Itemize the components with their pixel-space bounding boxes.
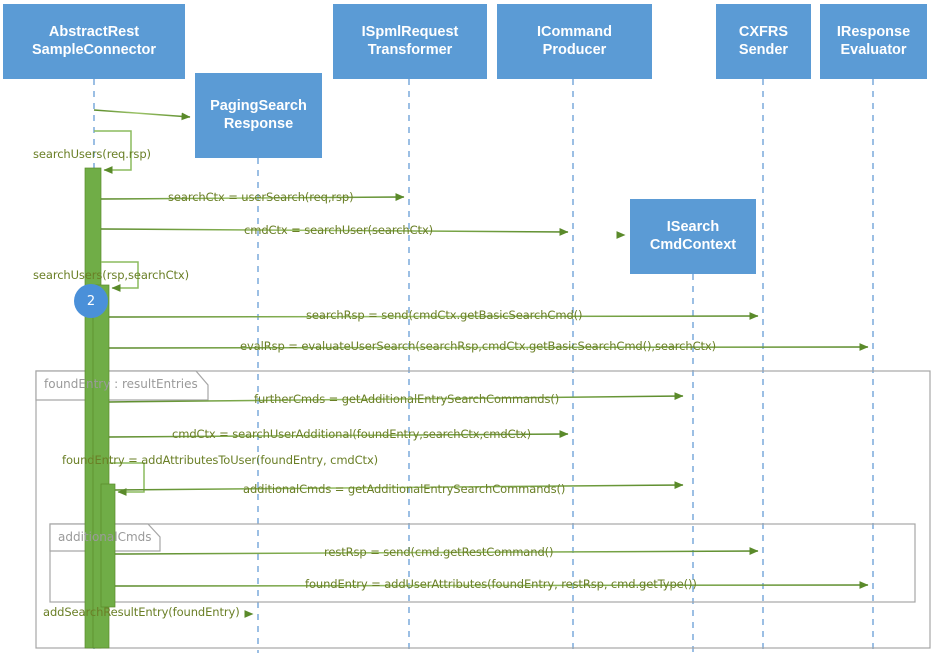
participant-line1: ISearch [666,218,720,235]
participant-line1: IResponse [836,23,911,40]
message-label-m6: evalRsp = evaluateUserSearch(searchRsp,c… [240,339,716,353]
message-label-m5: searchRsp = send(cmdCtx.getBasicSearchCm… [306,308,583,322]
participant-cxfrs-label: CXFRS Sender [739,24,788,59]
participant-icommand-label: ICommand Producer [537,24,612,59]
participant-abstractRest-label: AbstractRest SampleConnector [32,24,156,59]
message-label-m10: additionalCmds = getAdditionalEntrySearc… [243,482,566,496]
loop-count-marker: 2 [74,284,108,318]
arrow-m2 [100,193,405,201]
arrow-m8 [108,430,569,438]
participant-line2: Transformer [367,41,453,58]
message-label-m1: searchUsers(req.rsp) [33,147,151,161]
participant-line2: SampleConnector [31,41,157,58]
arrow-m12 [114,581,869,589]
participant-line1: ICommand [537,23,612,40]
message-label-m11: restRsp = send(cmd.getRestCommand() [324,545,554,559]
participant-pagingSearch-label: PagingSearch Response [210,98,307,133]
message-arrows [93,109,869,618]
arrow-m7 [108,392,684,403]
participant-line2: Sender [738,41,789,58]
message-label-m2: searchCtx = userSearch(req,rsp) [168,190,354,204]
participant-abstractRest[interactable]: AbstractRest SampleConnector [3,4,185,79]
participant-line1: CXFRS [738,23,789,40]
activation-bars [84,167,116,649]
message-label-m4: searchUsers(rsp,searchCtx) [33,268,189,282]
participant-line2: Response [223,115,294,132]
participant-cxfrs[interactable]: CXFRS Sender [716,4,811,79]
arrow-m5 [108,312,759,320]
message-label-m7: furtherCmds = getAdditionalEntrySearchCo… [254,392,560,406]
participant-iresponse-label: IResponse Evaluator [837,24,910,59]
participant-ispml[interactable]: ISpmlRequest Transformer [333,4,487,79]
message-label-m9: foundEntry = addAttributesToUser(foundEn… [62,453,379,467]
arrow-m1-self [94,130,132,174]
lifelines [93,79,874,653]
arrow-m1b-pagingsearch [93,109,191,121]
arrow-m3 [100,228,569,236]
fragment-label-outer: foundEntry : resultEntries [44,377,198,391]
arrow-m4-self [101,261,139,292]
participant-line1: PagingSearch [210,97,307,114]
message-label-m3: cmdCtx = searchUser(searchCtx) [244,223,434,237]
arrow-m9-self [109,462,145,496]
participant-ispml-label: ISpmlRequest Transformer [362,24,459,59]
message-label-m13: addSearchResultEntry(foundEntry) [43,605,240,619]
activation-bar-nested2 [100,483,116,608]
participant-line2: Evaluator [840,41,907,58]
arrow-m11 [114,547,759,555]
participant-isearchctx[interactable]: ISearch CmdContext [630,199,756,274]
message-label-m8: cmdCtx = searchUserAdditional(foundEntry… [172,427,532,441]
fragment-outer-foundEntry [35,370,931,649]
arrow-m10 [114,481,684,491]
participant-pagingSearch[interactable]: PagingSearch Response [195,73,322,158]
fragment-label-inner: additionalCmds [58,530,152,544]
participant-line1: ISpmlRequest [361,23,459,40]
participant-isearchctx-label: ISearch CmdContext [650,219,736,254]
participant-line2: Producer [542,41,607,58]
participant-icommand[interactable]: ICommand Producer [497,4,652,79]
participant-iresponse[interactable]: IResponse Evaluator [820,4,927,79]
message-label-m12: foundEntry = addUserAttributes(foundEntr… [305,577,697,591]
arrow-m6 [108,343,869,351]
participant-line1: AbstractRest [48,23,140,40]
participant-line2: CmdContext [649,236,737,253]
